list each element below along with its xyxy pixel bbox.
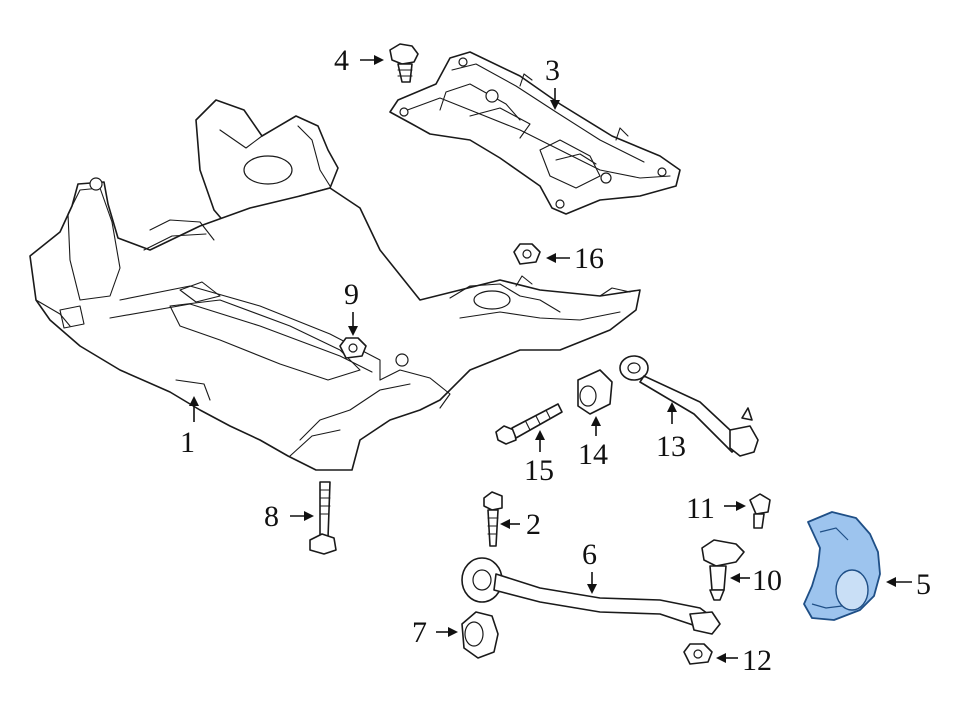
callout-10: 10 — [752, 564, 782, 597]
part-2-bolt[interactable] — [483, 491, 503, 547]
part-16-nut[interactable] — [513, 243, 541, 265]
callout-12: 12 — [742, 644, 772, 677]
callout-9: 9 — [344, 278, 359, 311]
part-5-knuckle[interactable] — [803, 511, 881, 621]
part-4-bolt[interactable] — [389, 43, 419, 83]
callout-4: 4 — [334, 44, 349, 77]
part-1-subframe[interactable] — [29, 99, 641, 471]
part-12-nut[interactable] — [683, 643, 713, 665]
callout-14: 14 — [578, 438, 608, 471]
callout-8: 8 — [264, 500, 279, 533]
part-10-ball-joint[interactable] — [701, 539, 745, 601]
callout-7: 7 — [412, 616, 427, 649]
part-7-bushing[interactable] — [461, 611, 499, 659]
callout-arrows — [189, 55, 912, 663]
part-14-bushing[interactable] — [577, 369, 613, 415]
callout-2: 2 — [526, 508, 541, 541]
part-11-bolt[interactable] — [749, 493, 771, 529]
callout-1: 1 — [180, 426, 195, 459]
callout-16: 16 — [574, 242, 604, 275]
callout-11: 11 — [686, 492, 715, 525]
part-6-lower-arm[interactable] — [461, 557, 721, 635]
part-3-crossmember-plate[interactable] — [389, 51, 681, 215]
callout-6: 6 — [582, 538, 597, 571]
callout-13: 13 — [656, 430, 686, 463]
callout-5: 5 — [916, 568, 931, 601]
callout-labels: 1 2 3 4 5 6 7 8 9 10 11 12 13 14 15 16 — [180, 44, 931, 677]
part-9-nut[interactable] — [339, 337, 367, 359]
knuckle-hub — [835, 569, 869, 611]
callout-15: 15 — [524, 454, 554, 487]
part-15-bolt[interactable] — [495, 403, 563, 445]
callout-3: 3 — [545, 54, 560, 87]
part-13-control-arm[interactable] — [619, 355, 759, 457]
part-8-bolt[interactable] — [309, 481, 337, 555]
